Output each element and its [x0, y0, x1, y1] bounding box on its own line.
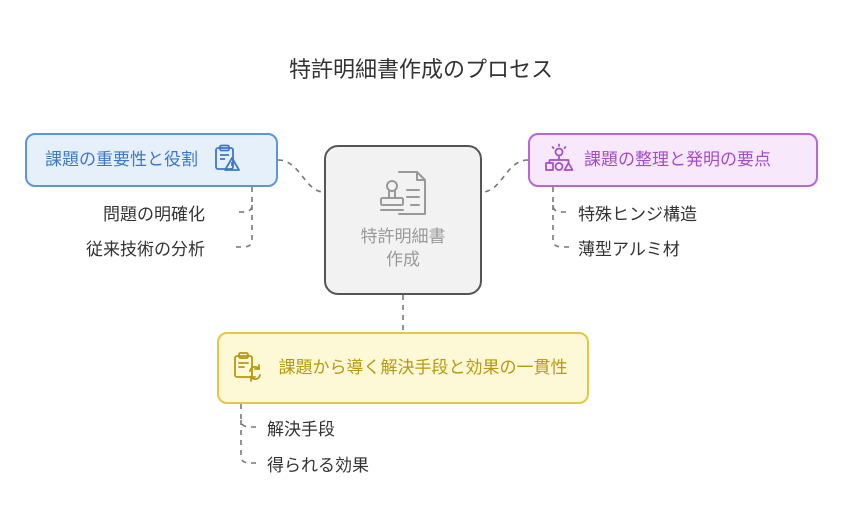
stamp-document-icon [377, 168, 429, 222]
node-issue-importance-label: 課題の重要性と役割 [45, 150, 198, 170]
connector-left-child-2 [234, 205, 253, 248]
left-child-1: 問題の明確化 [103, 205, 205, 225]
node-issue-organization: 課題の整理と発明の要点 [528, 133, 818, 187]
right-child-1: 特殊ヒンジ構造 [578, 205, 697, 225]
idea-shapes-icon [544, 143, 574, 177]
connector-right-center [481, 159, 529, 193]
connector-bottom-child-1 [240, 404, 259, 428]
connector-bottom-child-2 [240, 420, 259, 464]
diagram-title: 特許明細書作成のプロセス [288, 58, 553, 83]
connector-left-child-1 [234, 187, 253, 213]
center-label-line1: 特許明細書 [360, 227, 446, 247]
bottom-child-1: 解決手段 [267, 420, 335, 440]
right-child-2: 薄型アルミ材 [578, 240, 680, 260]
node-issue-organization-label: 課題の整理と発明の要点 [584, 150, 771, 170]
node-issue-importance: 課題の重要性と役割 [25, 133, 278, 187]
center-node: 特許明細書 作成 [324, 145, 482, 295]
node-solution-consistency: 課題から導く解決手段と効果の一貫性 [217, 332, 589, 404]
connector-right-child-2 [552, 205, 571, 248]
center-label-line2: 作成 [386, 250, 420, 270]
left-child-2: 従来技術の分析 [86, 240, 205, 260]
center-node-label: 特許明細書 作成 [361, 226, 446, 272]
bottom-child-2: 得られる効果 [267, 456, 369, 476]
clipboard-refresh-icon [231, 350, 263, 386]
clipboard-warning-icon [212, 143, 242, 177]
node-solution-consistency-label: 課題から導く解決手段と効果の一貫性 [278, 358, 568, 378]
connector-left-center [277, 159, 325, 193]
connector-right-child-1 [552, 187, 571, 213]
